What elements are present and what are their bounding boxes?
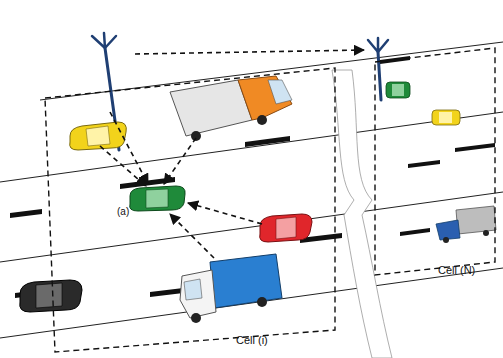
cell-outline [40,55,340,355]
car-body [70,122,127,150]
antenna-pole [378,52,381,100]
wheel [483,230,489,236]
car-roof [146,189,168,208]
v2v-links [100,50,364,258]
wheel [443,237,449,243]
wheel [257,115,267,125]
antenna-head [368,38,388,52]
car-body [20,280,82,312]
wheel [191,131,201,141]
truck-gray-far [436,206,496,243]
truck-cargo [170,80,252,136]
car-body [432,110,460,125]
road-edges [0,42,503,338]
lane-dash [10,209,42,218]
truck-cab [436,220,460,240]
backhaul-link [135,50,364,54]
cell-label: Cell (N) [438,264,475,276]
truck-blue [180,254,282,323]
car-body [130,186,185,211]
road-break [332,70,392,358]
car-roof [276,217,296,239]
road-edge [0,192,503,262]
truck-window [268,80,292,104]
wheel [191,313,201,323]
lane-dash [408,160,440,168]
vehicle-tag: (a) [117,206,129,217]
cell-region: Cell (i) [40,55,340,355]
car-red [260,214,312,242]
lane-dash [245,136,290,147]
cell-border [375,48,495,275]
truck-window [184,279,202,300]
cell-region: Cell (N) [370,40,503,290]
car-body [260,214,312,242]
v2v-link [188,203,262,224]
truck-orange [170,76,292,141]
v2i-link [110,112,148,184]
truck-cab [238,76,292,120]
cell-outline [370,40,503,290]
car-yellow-far [432,110,460,125]
car-yellow [70,122,127,150]
lane-dash [455,143,495,152]
car-green-far [386,82,410,98]
cell-label: Cell (i) [236,334,268,346]
antenna-head [92,33,116,48]
car-black [20,280,82,312]
v2v-link [164,138,196,184]
car-roof [392,84,404,96]
road-edge [0,112,503,182]
truck-cab [180,270,216,318]
car-roof [86,126,110,146]
car-roof [36,283,62,308]
lane-dash [400,228,430,236]
car-green [130,186,185,211]
car-roof [439,112,452,123]
truck-cargo [210,254,282,308]
v2v-link [170,214,214,258]
truck-cargo [456,206,496,234]
car-body [386,82,410,98]
wheel [257,297,267,307]
base-station [368,38,388,100]
v2v-link [100,146,146,186]
cell-border [45,68,335,352]
